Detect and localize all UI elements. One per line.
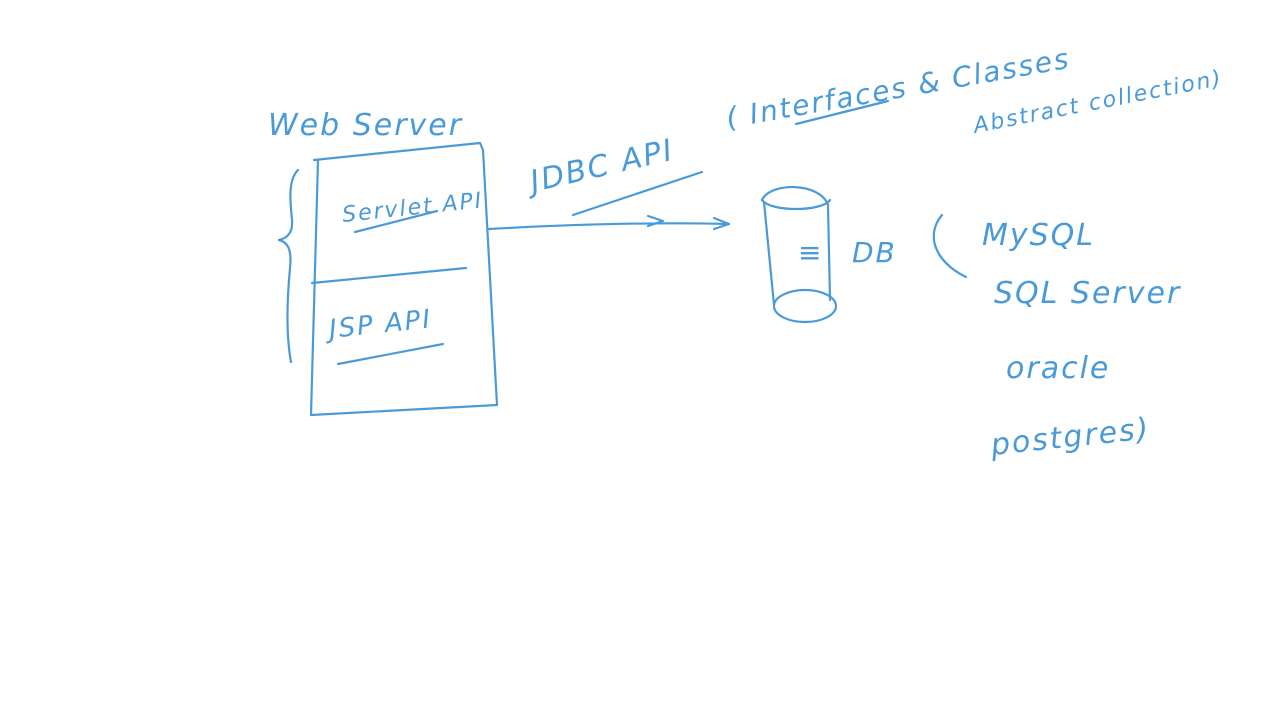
db-item-oracle: oracle — [1006, 351, 1110, 386]
web-server-box — [309, 141, 499, 417]
web-server-label: Web Server — [268, 108, 463, 143]
left-curly-brace — [277, 168, 300, 364]
db-item-sqlserver: SQL Server — [994, 276, 1181, 311]
open-paren — [932, 213, 968, 279]
jdbc-underline — [571, 170, 704, 217]
db-item-mysql: MySQL — [982, 218, 1095, 253]
db-item-postgres: postgres) — [988, 411, 1152, 463]
jsp-underline — [336, 342, 445, 366]
box-divider-line — [310, 266, 468, 285]
jdbc-api-label: JDBC API — [522, 133, 677, 201]
jsp-api-label: JSP API — [323, 304, 434, 345]
db-label: DB — [852, 236, 897, 269]
db-icon-mark: ≡ — [798, 236, 823, 269]
arrowhead-end — [712, 216, 731, 231]
servlet-api-label: Servlet API — [341, 188, 484, 228]
servlet-underline — [353, 209, 439, 234]
connection-arrow — [487, 222, 730, 231]
database-cylinder-icon — [760, 186, 838, 324]
arrowhead-mid — [646, 214, 665, 228]
interfaces-underline — [794, 99, 890, 126]
